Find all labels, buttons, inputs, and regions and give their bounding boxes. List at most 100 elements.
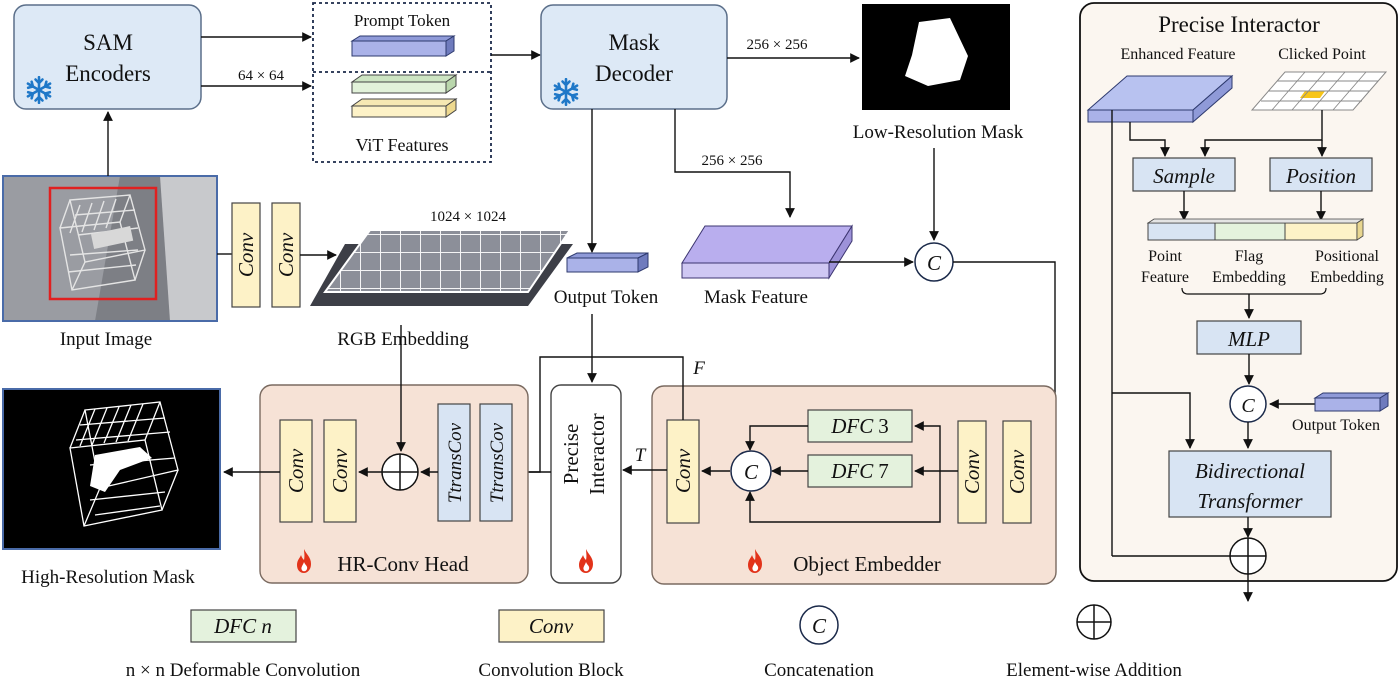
conv-block-head-1: Conv — [279, 419, 313, 523]
trans-conv-block-2: TtransCov — [479, 403, 513, 522]
dfc-number: 3 — [878, 414, 889, 438]
position-label: Position — [1285, 164, 1356, 188]
mask-decoder-line1: Mask — [608, 30, 660, 55]
conv-label: Conv — [274, 232, 298, 277]
sample-box: Sample — [1132, 157, 1236, 192]
low-res-mask-image — [862, 4, 1010, 110]
mlp-label: MLP — [1227, 327, 1270, 351]
concat-symbol: C — [927, 251, 942, 275]
legend-concat-desc: Concatenation — [764, 660, 874, 679]
conv-block-rgb-1: Conv — [231, 202, 261, 308]
sam-encoders-box: SAM Encoders — [13, 4, 202, 110]
conv-label: Conv — [234, 232, 258, 277]
sample-label: Sample — [1153, 164, 1215, 188]
letter-t: T — [635, 445, 647, 466]
legend-add: Element-wise Addition — [1006, 604, 1182, 679]
bidirectional-line1: Bidirectional — [1195, 459, 1305, 483]
mask-decoder-box: Mask Decoder — [540, 4, 728, 110]
point-feature-line1: Point — [1148, 248, 1182, 265]
panel-output-token-label: Output Token — [1292, 417, 1380, 434]
legend-conv-desc: Convolution Block — [478, 660, 624, 679]
point-feature-line2: Feature — [1141, 269, 1189, 286]
precise-interactor-line2: Interactor — [585, 413, 609, 495]
high-res-mask-image — [2, 388, 221, 550]
precise-interactor-line1: Precise — [559, 424, 583, 485]
bidirectional-transformer-box: Bidirectional Transformer — [1168, 450, 1332, 518]
legend-dfc-desc: n × n Deformable Convolution — [126, 660, 361, 679]
prompt-token-shape — [350, 35, 456, 57]
panel-output-token-shape — [1313, 392, 1390, 412]
sam-encoders-line1: SAM — [83, 30, 133, 55]
dfc-name: DFC — [830, 414, 874, 438]
legend: DFC n n × n Deformable Convolution Conv … — [126, 604, 1182, 679]
enhanced-feature-label: Enhanced Feature — [1120, 46, 1235, 63]
conv-label: Conv — [1005, 449, 1029, 494]
low-res-mask-label: Low-Resolution Mask — [853, 122, 1024, 143]
trans-conv-label: TtransCov — [487, 422, 508, 503]
mask-feature-label: Mask Feature — [704, 287, 808, 308]
conv-label: Conv — [960, 449, 984, 494]
legend-concat: C Concatenation — [764, 605, 874, 679]
add-node-head — [381, 453, 419, 491]
trans-conv-block-1: TtransCov — [437, 403, 471, 522]
concat-symbol: C — [1241, 395, 1255, 417]
dim-256-mid-label: 256 × 256 — [702, 153, 763, 169]
mask-decoder-line2: Decoder — [595, 61, 673, 86]
conv-label: Conv — [671, 448, 695, 493]
conv-label: Conv — [328, 448, 352, 493]
output-token-label: Output Token — [554, 287, 659, 308]
dim-64-label: 64 × 64 — [238, 68, 284, 84]
rgb-embedding-label: RGB Embedding — [337, 329, 469, 350]
output-token-shape — [566, 252, 649, 273]
concat-node-oe: C — [730, 450, 772, 492]
flag-embedding-line1: Flag — [1235, 248, 1263, 265]
conv-block-oe-out: Conv — [666, 419, 700, 524]
input-image — [2, 175, 218, 322]
dim-1024-label: 1024 × 1024 — [430, 209, 506, 225]
input-image-label: Input Image — [60, 329, 152, 350]
clicked-point-label: Clicked Point — [1278, 46, 1366, 63]
rgb-embedding-shape — [310, 229, 573, 306]
legend-conv: Conv Convolution Block — [478, 609, 624, 679]
prompt-vit-group: Prompt Token ViT Features — [312, 2, 492, 163]
legend-dfc: DFC n n × n Deformable Convolution — [126, 609, 361, 679]
panel-title: Precise Interactor — [1158, 12, 1320, 37]
precise-interactor-panel: Precise Interactor Enhanced Feature Clic… — [1079, 2, 1398, 602]
dim-256-top-label: 256 × 256 — [747, 37, 808, 53]
conv-block-oe-1: Conv — [957, 420, 987, 524]
dfc-number: 7 — [878, 459, 889, 483]
legend-conv-label: Conv — [529, 614, 574, 638]
hr-conv-head-label: HR-Conv Head — [337, 552, 469, 576]
embedding-bar — [1146, 218, 1365, 241]
conv-block-rgb-2: Conv — [271, 202, 301, 308]
vit-features-shape — [350, 74, 458, 118]
prompt-token-label: Prompt Token — [354, 11, 451, 30]
object-embedder-arrows — [701, 421, 958, 523]
trans-conv-label: TtransCov — [445, 422, 466, 503]
legend-add-desc: Element-wise Addition — [1006, 660, 1182, 679]
conv-block-head-2: Conv — [323, 419, 357, 523]
dfc-name: DFC — [830, 459, 874, 483]
high-res-mask-label: High-Resolution Mask — [21, 567, 195, 588]
add-node-panel — [1229, 537, 1267, 575]
conv-label: Conv — [284, 448, 308, 493]
concat-node-panel: C — [1229, 385, 1267, 423]
positional-embedding-line2: Embedding — [1310, 269, 1384, 286]
panel-arrows-top — [1111, 110, 1327, 557]
mask-feature-shape — [681, 224, 853, 280]
flag-embedding-line2: Embedding — [1212, 269, 1286, 286]
positional-embedding-line1: Positional — [1315, 248, 1380, 265]
concat-node-main: C — [914, 242, 954, 282]
letter-f: F — [692, 358, 705, 379]
object-embedder-label: Object Embedder — [793, 552, 941, 576]
vit-features-label: ViT Features — [355, 135, 448, 155]
sam-encoders-line2: Encoders — [65, 61, 151, 86]
legend-dfc-label: DFC n — [213, 614, 272, 638]
enhanced-feature-shape — [1086, 74, 1234, 124]
embedding-brace — [1181, 287, 1327, 295]
position-box: Position — [1269, 157, 1373, 192]
